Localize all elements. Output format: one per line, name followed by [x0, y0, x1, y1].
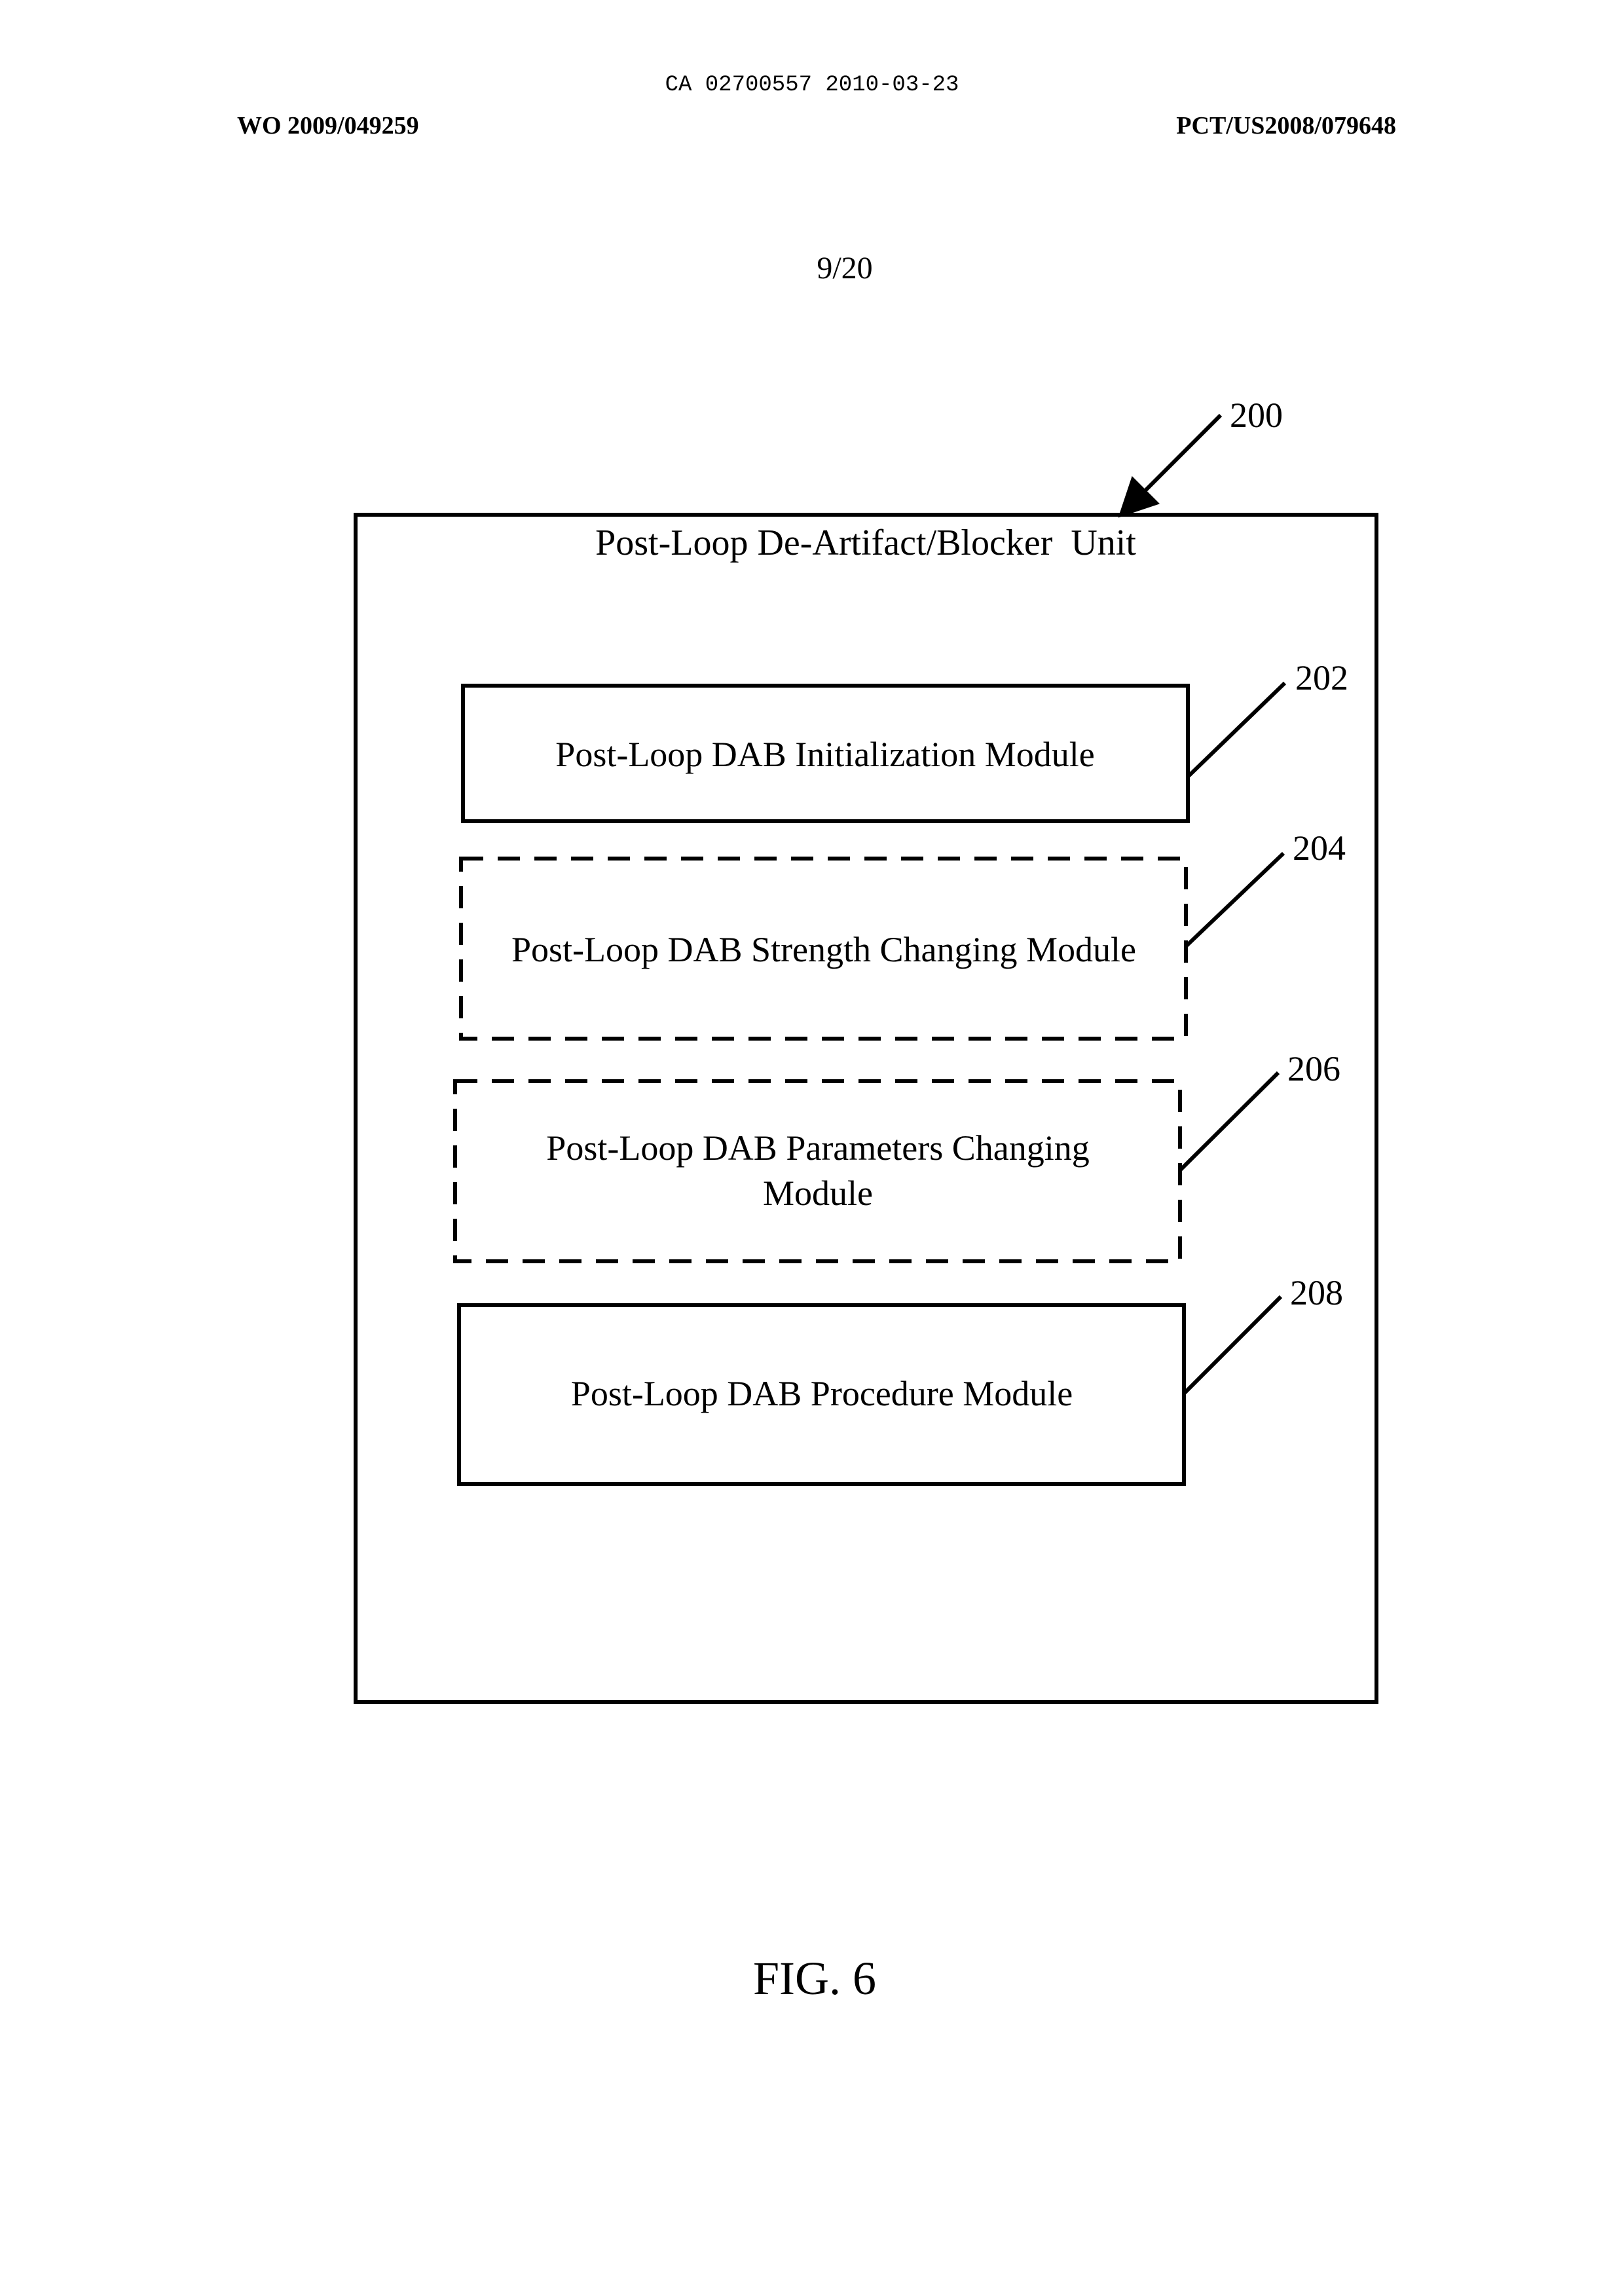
- ca-number: CA 02700557 2010-03-23: [665, 73, 959, 98]
- module-label-parameters-changing-line2: Module: [763, 1174, 873, 1213]
- reference-numeral-208: 208: [1290, 1273, 1343, 1312]
- reference-numeral-202: 202: [1295, 658, 1348, 697]
- reference-numeral-204: 204: [1293, 828, 1346, 868]
- module-box-parameters-changing: [455, 1081, 1180, 1261]
- leader-line-204: [1186, 853, 1283, 946]
- leader-line-202: [1188, 683, 1285, 777]
- module-label-strength-changing: Post-Loop DAB Strength Changing Module: [511, 930, 1136, 969]
- unit-title: Post-Loop De-Artifact/Blocker Unit: [595, 523, 1136, 563]
- pct-number: PCT/US2008/079648: [1176, 112, 1396, 139]
- wo-number: WO 2009/049259: [237, 112, 419, 139]
- reference-numeral-206: 206: [1287, 1049, 1340, 1088]
- sheet-number: 9/20: [817, 251, 872, 286]
- module-label-procedure: Post-Loop DAB Procedure Module: [571, 1374, 1073, 1413]
- figure-label: FIG. 6: [753, 1952, 876, 2005]
- module-label-parameters-changing-line1: Post-Loop DAB Parameters Changing: [546, 1128, 1089, 1168]
- leader-line-206: [1180, 1073, 1278, 1170]
- module-label-initialization: Post-Loop DAB Initialization Module: [555, 735, 1094, 774]
- leader-line-208: [1184, 1297, 1281, 1394]
- unit-reference-arrow: [1124, 415, 1221, 512]
- unit-box: [356, 515, 1376, 1702]
- unit-reference-numeral: 200: [1230, 396, 1283, 435]
